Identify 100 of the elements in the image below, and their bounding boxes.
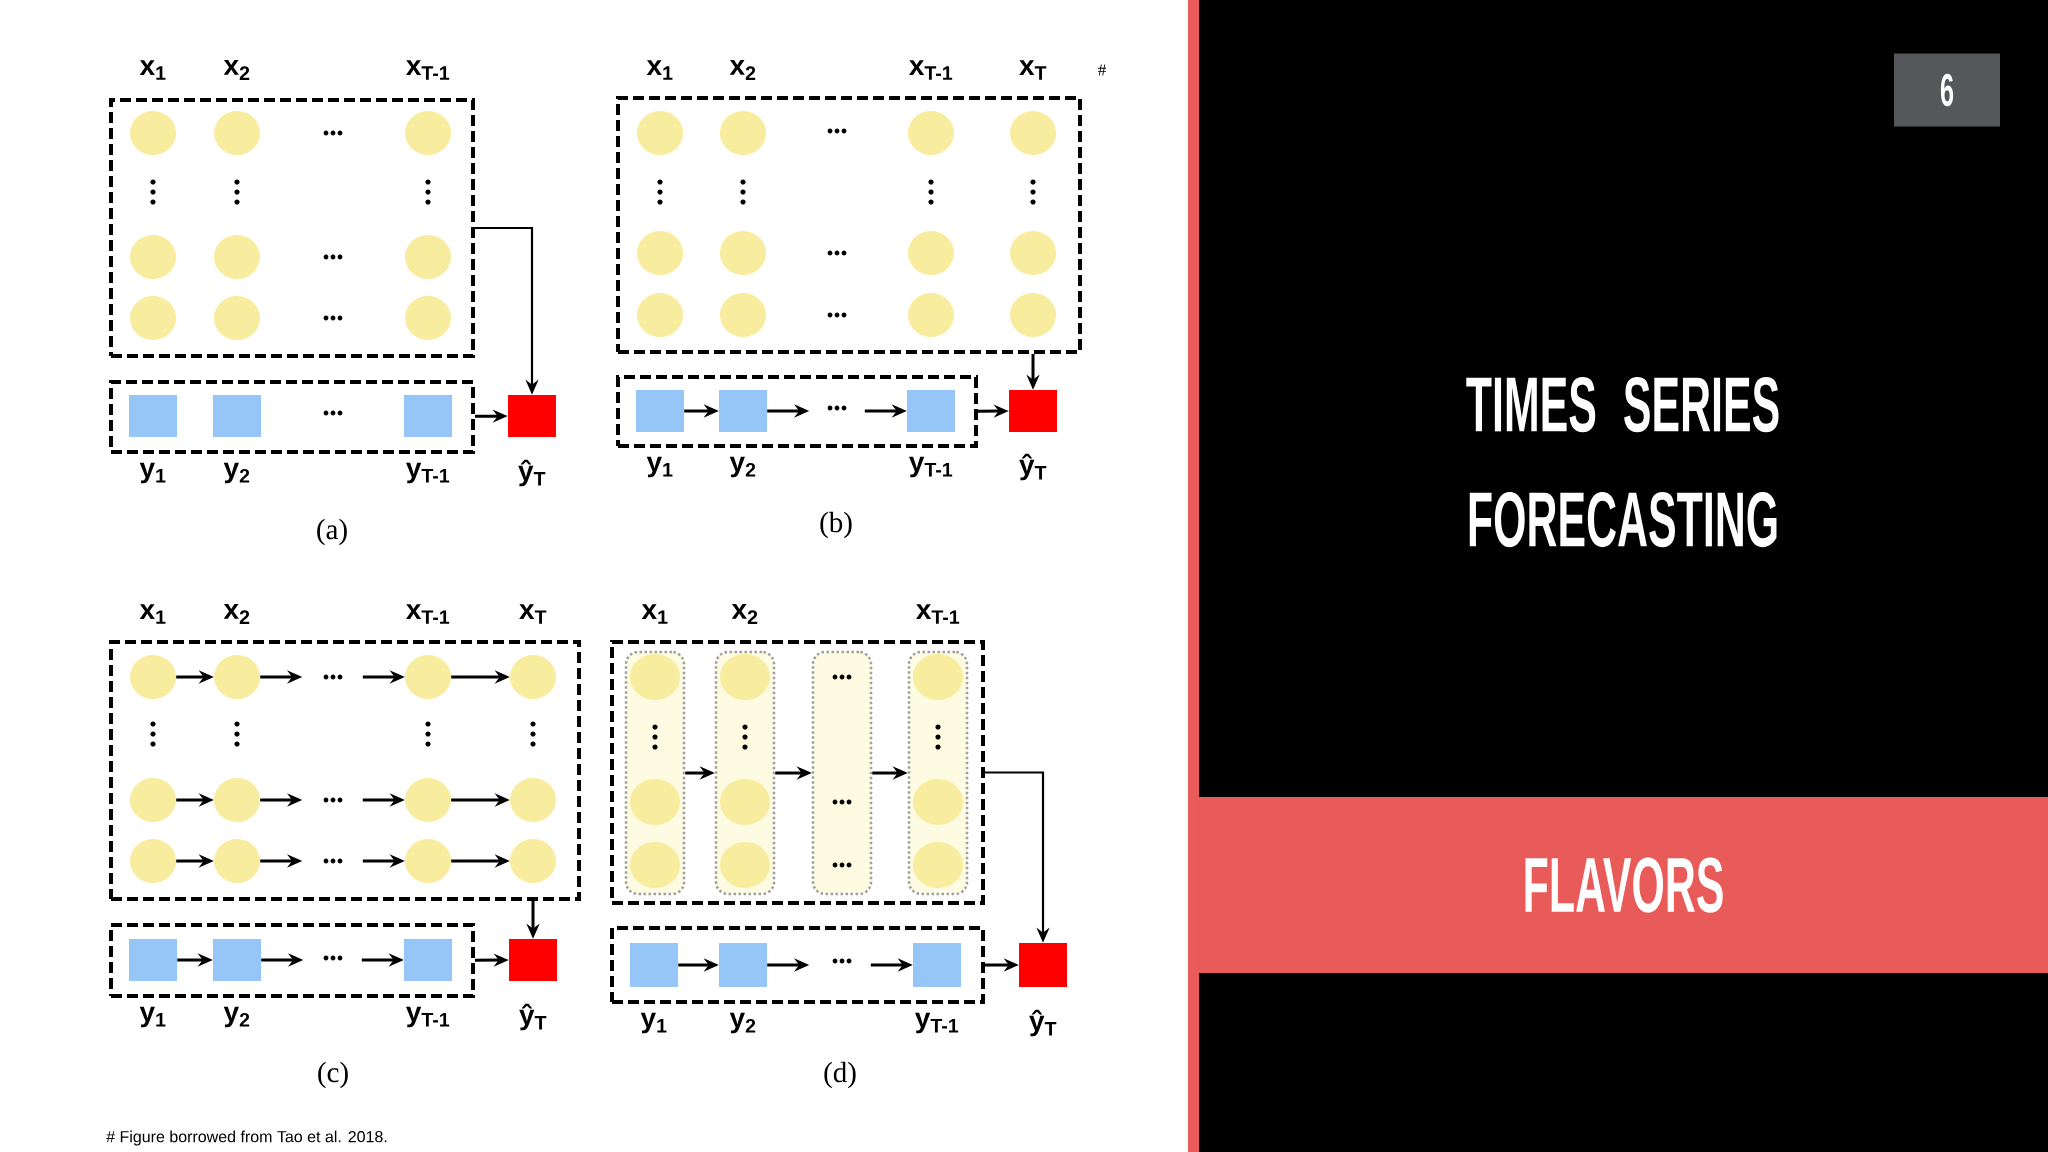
state-circle: [214, 655, 260, 699]
prediction-label: ŷ$_{T}$: [518, 459, 546, 487]
output-label: y$_{T-1}$: [406, 1006, 450, 1028]
state-circle: [720, 842, 770, 888]
dashed-frame: [109, 98, 475, 358]
state-circle: [1010, 111, 1056, 155]
dashed-frame: [616, 96, 1082, 354]
prediction-label: ŷ$_{T}$: [1029, 1009, 1057, 1037]
state-circle: [1010, 293, 1056, 337]
prediction-square: [1009, 390, 1057, 432]
input-label: x$_{T}$: [519, 604, 547, 624]
input-label: x$_{1}$: [646, 60, 673, 80]
state-circle: [913, 779, 963, 825]
state-circle: [130, 111, 176, 155]
input-label: x$_{2}$: [729, 60, 756, 80]
input-label: x$_{T}$: [1019, 60, 1047, 80]
input-label: x$_{2}$: [731, 604, 758, 624]
input-label: x$_{1}$: [641, 604, 668, 624]
state-circle: [214, 778, 260, 822]
output-label: y$_{2}$: [223, 462, 250, 484]
state-circle: [130, 655, 176, 699]
input-square: [913, 943, 961, 987]
input-square: [129, 395, 177, 437]
output-label: y$_{1}$: [139, 462, 166, 484]
state-circle: [630, 779, 680, 825]
prediction-label: ŷ$_{T}$: [1019, 453, 1047, 481]
output-label: y$_{T-1}$: [406, 462, 450, 484]
state-circle: [1010, 231, 1056, 275]
input-square: [907, 390, 955, 432]
state-circle: [720, 231, 766, 275]
input-label: x$_{1}$: [139, 60, 166, 80]
state-circle: [720, 293, 766, 337]
state-circle: [637, 231, 683, 275]
dashed-frame: [109, 640, 581, 901]
dashed-frame: [616, 375, 978, 448]
dashed-frame: [109, 380, 475, 454]
input-label: x$_{T-1}$: [909, 60, 953, 80]
state-circle: [720, 654, 770, 700]
state-circle: [214, 111, 260, 155]
state-circle: [214, 235, 260, 279]
state-circle: [913, 654, 963, 700]
prediction-square: [508, 395, 556, 437]
input-square: [719, 390, 767, 432]
state-circle: [510, 655, 556, 699]
state-circle: [130, 778, 176, 822]
state-circle: [405, 111, 451, 155]
dashed-frame: [610, 640, 985, 905]
input-square: [213, 939, 261, 981]
input-square: [213, 395, 261, 437]
input-square: [630, 943, 678, 987]
input-label: x$_{T-1}$: [406, 604, 450, 624]
state-circle: [510, 778, 556, 822]
state-circle: [908, 231, 954, 275]
state-circle: [630, 654, 680, 700]
output-label: y$_{T-1}$: [915, 1012, 959, 1034]
output-label: y$_{2}$: [729, 1012, 756, 1034]
prediction-label: ŷ$_{T}$: [519, 1003, 547, 1031]
input-label: x$_{2}$: [223, 604, 250, 624]
state-circle: [510, 839, 556, 883]
footnote-mark: #: [1098, 64, 1106, 76]
panel-label: (a): [317, 518, 347, 546]
state-circle: [130, 296, 176, 340]
prediction-square: [509, 939, 557, 981]
slide-title: TIMES SERIES FORECASTING: [1466, 376, 1779, 548]
state-circle: [214, 296, 260, 340]
input-label: x$_{T-1}$: [916, 604, 960, 624]
panel-label: (d): [824, 1061, 856, 1089]
input-label: x$_{T-1}$: [406, 60, 450, 80]
input-square: [129, 939, 177, 981]
state-circle: [908, 111, 954, 155]
prediction-square: [1019, 943, 1067, 987]
input-square: [636, 390, 684, 432]
input-square: [404, 395, 452, 437]
output-label: y$_{2}$: [223, 1006, 250, 1028]
state-circle: [405, 839, 451, 883]
state-circle: [630, 842, 680, 888]
state-circle: [405, 655, 451, 699]
output-label: y$_{2}$: [729, 456, 756, 478]
input-square: [404, 939, 452, 981]
state-circle: [720, 111, 766, 155]
state-circle: [720, 779, 770, 825]
node-label: FLAVORS: [1525, 857, 1723, 913]
state-circle: [130, 235, 176, 279]
state-circle: [637, 111, 683, 155]
state-circle: [130, 839, 176, 883]
state-circle: [405, 296, 451, 340]
dashed-frame: [610, 926, 985, 1004]
output-label: y$_{1}$: [646, 456, 673, 478]
state-circle: [913, 842, 963, 888]
input-label: x$_{1}$: [139, 604, 166, 624]
panel-label: (c): [318, 1061, 348, 1089]
input-square: [719, 943, 767, 987]
state-circle: [637, 293, 683, 337]
dotted-column: [811, 650, 873, 896]
output-label: y$_{T-1}$: [909, 456, 953, 478]
state-circle: [405, 778, 451, 822]
panel-label: (b): [820, 511, 852, 539]
state-circle: [214, 839, 260, 883]
output-label: y$_{1}$: [139, 1006, 166, 1028]
input-label: x$_{2}$: [223, 60, 250, 80]
